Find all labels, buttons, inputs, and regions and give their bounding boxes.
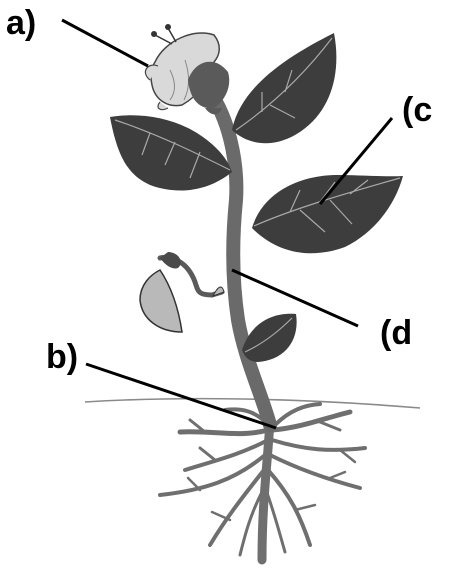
stem: [215, 100, 270, 425]
leaf-large-right: [252, 175, 403, 253]
leaf-top-right: [232, 33, 336, 143]
ground-line: [85, 399, 420, 408]
leaf-upper-left: [110, 115, 232, 190]
label-a: a): [6, 6, 36, 40]
label-b: b): [46, 340, 78, 374]
flower: [145, 24, 229, 114]
pointer-line-a: [62, 20, 148, 66]
label-c: (c: [402, 93, 432, 127]
label-d: (d: [380, 316, 412, 350]
roots: [160, 404, 365, 560]
bud: [160, 252, 181, 268]
leaf-young-left: [140, 270, 182, 332]
